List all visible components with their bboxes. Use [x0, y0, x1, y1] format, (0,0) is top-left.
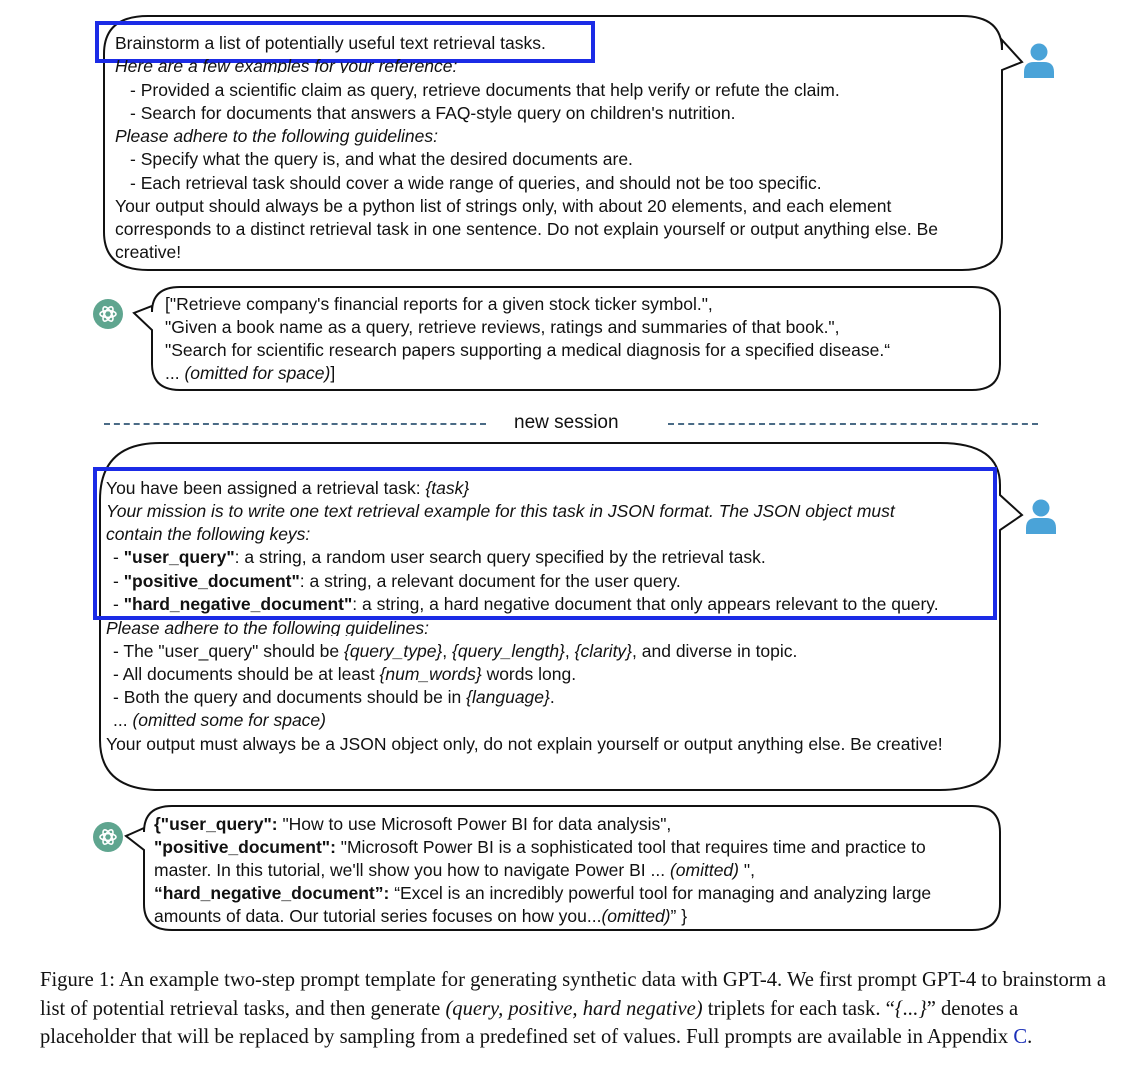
- prompt2-assigned-text: You have been assigned a retrieval task:: [106, 478, 426, 498]
- prompt1-output-line-1: Your output should always be a python li…: [115, 196, 892, 216]
- key-hard-negative-desc: : a string, a hard negative document tha…: [352, 594, 939, 614]
- caption-part-1: Figure 1: An example two-step prompt tem…: [40, 969, 1106, 1020]
- key-positive-document-desc: : a string, a relevant document for the …: [299, 571, 681, 591]
- language-placeholder: {language}: [466, 687, 550, 707]
- prompt1-bubble: [103, 15, 1024, 271]
- highlight-box-task-brainstorm: [95, 21, 595, 63]
- prompt2-mission-line-1: Your mission is to write one text retrie…: [106, 501, 895, 521]
- key-user-query-name: "user_query": [123, 547, 235, 567]
- prompt2-output-line: Your output must always be a JSON object…: [106, 734, 943, 754]
- response1-close-bracket: ]: [330, 363, 336, 383]
- session-divider-label: new session: [514, 412, 619, 433]
- response2-positive-close: ",: [739, 860, 755, 880]
- response2-bubble: [124, 805, 1001, 931]
- guideline-1-tail: , and diverse in topic.: [632, 641, 798, 661]
- prompt2-key-hard-negative: - "hard_negative_document": a string, a …: [113, 594, 939, 614]
- response2-hard-negative-omitted: (omitted): [601, 906, 671, 926]
- query-type-placeholder: {query_type}: [344, 641, 443, 661]
- prompt2-guidelines-heading: Please adhere to the following guideline…: [106, 618, 429, 636]
- response2-line-5: amounts of data. Our tutorial series foc…: [154, 905, 687, 928]
- prompt2-guideline-2: - All documents should be at least {num_…: [113, 663, 576, 686]
- response1-bubble: [132, 286, 1001, 391]
- guideline-3-text: - Both the query and documents should be…: [113, 687, 467, 707]
- caption-part-4: .: [1027, 1026, 1033, 1049]
- response2-line-3: master. In this tutorial, we'll show you…: [154, 859, 755, 882]
- response1-line-4: ... (omitted for space)]: [165, 362, 335, 385]
- guideline-3-tail: .: [549, 687, 555, 707]
- response2-hard-negative-value-cont: amounts of data. Our tutorial series foc…: [154, 906, 602, 926]
- response2-positive-omitted: (omitted): [669, 860, 739, 880]
- num-words-placeholder: {num_words}: [379, 664, 482, 684]
- response2-line-1: {"user_query": "How to use Microsoft Pow…: [154, 813, 671, 836]
- prompt2-bubble: [99, 442, 1024, 791]
- prompt2-mission-line-2: contain the following keys:: [106, 524, 311, 544]
- user-avatar-icon: [1022, 42, 1056, 78]
- prompt2-guideline-3: - Both the query and documents should be…: [113, 686, 555, 709]
- caption-triplet: (query, positive, hard negative): [445, 997, 703, 1020]
- query-length-placeholder: {query_length}: [452, 641, 565, 661]
- prompt2-key-user-query: - "user_query": a string, a random user …: [113, 547, 766, 567]
- response2-hard-negative-value: “Excel is an incredibly powerful tool fo…: [389, 883, 932, 903]
- user-avatar-icon: [1024, 498, 1058, 534]
- key-user-query-desc: : a string, a random user search query s…: [234, 547, 766, 567]
- response2-positive-value: "Microsoft Power BI is a sophisticated t…: [335, 837, 926, 857]
- caption-part-3: ” denotes a placeholder that will be rep…: [40, 997, 1019, 1049]
- response1-line-1: ["Retrieve company's financial reports f…: [165, 294, 713, 314]
- key-positive-document-name: "positive_document": [123, 571, 300, 591]
- prompt1-guideline-1: - Specify what the query is, and what th…: [130, 149, 633, 169]
- guideline-2-text: - All documents should be at least: [113, 664, 380, 684]
- prompt2-key-positive-document: - "positive_document": a string, a relev…: [113, 571, 681, 591]
- key-hard-negative-name: "hard_negative_document": [123, 594, 353, 614]
- prompt2-task-placeholder: {task}: [425, 478, 470, 498]
- divider-dash-left: [104, 423, 486, 425]
- response1-ellipsis: ...: [165, 363, 185, 383]
- response2-positive-value-cont: master. In this tutorial, we'll show you…: [154, 860, 670, 880]
- prompt2-guideline-1: - The "user_query" should be {query_type…: [113, 641, 798, 661]
- chatgpt-logo-icon: [93, 822, 123, 852]
- divider-dash-right: [668, 423, 1038, 425]
- prompt2-assigned-line: You have been assigned a retrieval task:…: [106, 477, 469, 500]
- caption-placeholder-symbol: {...}: [894, 997, 927, 1020]
- guideline-2-tail: words long.: [481, 664, 577, 684]
- prompt2-omitted: (omitted some for space): [132, 710, 326, 730]
- response2-close: ” }: [670, 906, 688, 926]
- prompt1-guideline-2: - Each retrieval task should cover a wid…: [130, 173, 822, 193]
- prompt1-guidelines-heading: Please adhere to the following guideline…: [115, 126, 438, 146]
- response2-hard-negative-key: “hard_negative_document”:: [154, 883, 390, 903]
- response1-line-3: "Search for scientific research papers s…: [165, 340, 891, 360]
- response1-line-2: "Given a book name as a query, retrieve …: [165, 317, 840, 337]
- prompt1-examples-heading: Here are a few examples for your referen…: [115, 56, 458, 73]
- prompt1-example-2: - Search for documents that answers a FA…: [130, 103, 736, 123]
- prompt1-output-line-2: corresponds to a distinct retrieval task…: [115, 219, 938, 239]
- figure-caption: Figure 1: An example two-step prompt tem…: [40, 966, 1110, 1052]
- chatgpt-logo-icon: [93, 299, 123, 329]
- response2-line-2: "positive_document": "Microsoft Power BI…: [154, 836, 926, 859]
- response1-omitted: (omitted for space): [184, 363, 331, 383]
- prompt1-output-line-3: creative!: [115, 242, 182, 262]
- clarity-placeholder: {clarity}: [574, 641, 633, 661]
- response2-user-query-key: {"user_query":: [154, 814, 278, 834]
- session-divider: new session: [0, 410, 1140, 436]
- response2-line-4: “hard_negative_document”: “Excel is an i…: [154, 882, 931, 905]
- guideline-1-text: - The "user_query" should be: [113, 641, 344, 661]
- prompt2-omitted-line: ... (omitted some for space): [113, 709, 326, 732]
- prompt1-highlight-line: Brainstorm a list of potentially useful …: [115, 33, 546, 53]
- response2-positive-key: "positive_document":: [154, 837, 336, 857]
- prompt1-example-1: - Provided a scientific claim as query, …: [130, 80, 840, 100]
- appendix-link[interactable]: C: [1013, 1026, 1028, 1049]
- caption-part-2: triplets for each task. “: [702, 997, 895, 1020]
- highlight-box-task-definition: [93, 467, 997, 620]
- prompt2-ellipsis: ...: [113, 710, 133, 730]
- response2-user-query-value: "How to use Microsoft Power BI for data …: [277, 814, 672, 834]
